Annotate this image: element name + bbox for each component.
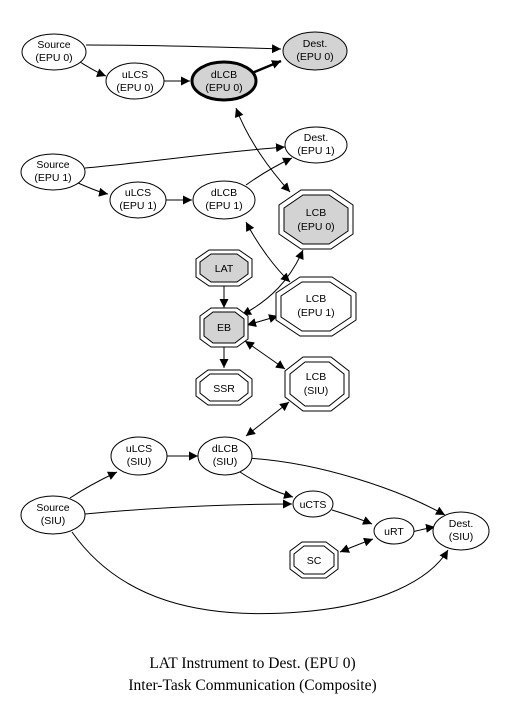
- svg-text:(SIU): (SIU): [304, 385, 329, 397]
- edge-dlcb-siu-to-ucts: [239, 471, 294, 499]
- svg-text:Dest.: Dest.: [304, 132, 329, 144]
- node-dlcb-epu1: dLCB (EPU 1): [192, 180, 256, 220]
- svg-text:Source: Source: [37, 39, 70, 51]
- svg-text:dLCB: dLCB: [212, 443, 238, 455]
- edge-source-epu0-to-ulcs-epu0: [79, 61, 107, 78]
- node-urt: uRT: [373, 517, 415, 545]
- node-source-epu0: Source (EPU 0): [21, 33, 87, 71]
- svg-text:(EPU 0): (EPU 0): [116, 82, 153, 94]
- node-ulcs-epu1: uLCS (EPU 1): [109, 181, 167, 219]
- edge-urt-to-dest-siu: [411, 523, 436, 533]
- communication-diagram: Source (EPU 0) uLCS (EPU 0) dLCB (EPU 0)…: [20, 31, 490, 615]
- svg-text:Dest.: Dest.: [449, 518, 474, 530]
- svg-text:(SIU): (SIU): [449, 531, 474, 543]
- svg-text:(SIU): (SIU): [213, 456, 238, 468]
- svg-text:dLCB: dLCB: [211, 187, 237, 199]
- edge-dlcb-epu1-to-dest-epu1: [245, 157, 293, 186]
- svg-text:(EPU 1): (EPU 1): [119, 200, 156, 212]
- svg-text:Source: Source: [36, 159, 69, 171]
- edge-eb-to-lcb-epu0: [241, 249, 304, 316]
- edge-source-siu-to-ulcs-siu: [69, 471, 118, 499]
- svg-text:(EPU 0): (EPU 0): [297, 221, 334, 233]
- node-dest-epu0: Dest. (EPU 0): [282, 31, 348, 71]
- node-dest-siu: Dest. (SIU): [432, 511, 490, 551]
- node-lcb-siu: LCB (SIU): [284, 356, 350, 412]
- svg-text:uCTS: uCTS: [300, 499, 327, 511]
- svg-text:Dest.: Dest.: [303, 38, 328, 50]
- node-dlcb-siu: dLCB (SIU): [197, 436, 253, 476]
- node-source-siu: Source (SIU): [20, 495, 86, 535]
- edge-eb-to-lcb-epu1: [246, 314, 279, 327]
- diagram-caption-title: LAT Instrument to Dest. (EPU 0): [149, 655, 356, 672]
- node-ulcs-siu: uLCS (SIU): [110, 436, 168, 476]
- node-lcb-epu1: LCB (EPU 1): [275, 276, 357, 337]
- edge-source-epu0-to-dest-epu0: [85, 44, 282, 54]
- edge-sc-to-urt: [339, 537, 374, 553]
- svg-text:(EPU 0): (EPU 0): [205, 82, 242, 94]
- svg-text:(EPU 0): (EPU 0): [296, 51, 333, 63]
- svg-text:LCB: LCB: [306, 371, 326, 383]
- svg-text:Source: Source: [36, 502, 69, 514]
- svg-text:(EPU 1): (EPU 1): [297, 145, 334, 157]
- svg-text:LAT: LAT: [215, 263, 234, 275]
- svg-text:LCB: LCB: [306, 293, 326, 305]
- svg-text:EB: EB: [217, 322, 231, 334]
- svg-text:(SIU): (SIU): [127, 456, 152, 468]
- svg-text:SSR: SSR: [213, 383, 235, 395]
- edge-dlcb-siu-to-lcb-siu: [245, 401, 290, 437]
- svg-text:SC: SC: [307, 555, 322, 567]
- edge-source-epu1-to-ulcs-epu1: [77, 182, 109, 197]
- svg-text:dLCB: dLCB: [211, 69, 237, 81]
- node-lcb-epu0: LCB (EPU 0): [278, 189, 354, 250]
- svg-text:(EPU 1): (EPU 1): [34, 172, 71, 184]
- svg-text:(SIU): (SIU): [41, 515, 66, 527]
- edge-dlcb-epu0-to-lcb-epu0: [234, 107, 291, 193]
- node-ssr: SSR: [195, 369, 253, 406]
- svg-text:(EPU 1): (EPU 1): [205, 200, 242, 212]
- svg-text:LCB: LCB: [306, 207, 326, 219]
- edge-eb-to-lcb-siu: [244, 340, 286, 370]
- node-lat: LAT: [195, 249, 253, 287]
- svg-text:(EPU 1): (EPU 1): [297, 307, 334, 319]
- edge-source-epu1-to-dest-epu1: [84, 143, 286, 169]
- node-dest-epu1: Dest. (EPU 1): [284, 126, 348, 164]
- svg-text:uLCS: uLCS: [126, 443, 152, 455]
- node-dlcb-epu0: dLCB (EPU 0): [190, 60, 258, 102]
- svg-text:uLCS: uLCS: [122, 69, 148, 81]
- edge-dlcb-siu-to-dest-siu: [245, 457, 446, 516]
- node-source-epu1: Source (EPU 1): [20, 153, 86, 191]
- node-eb: EB: [199, 307, 249, 348]
- edge-source-siu-to-dest-siu: [71, 531, 449, 615]
- node-ucts: uCTS: [292, 490, 334, 518]
- node-ulcs-epu0: uLCS (EPU 0): [105, 62, 165, 100]
- svg-text:(EPU 0): (EPU 0): [35, 52, 72, 64]
- edge-source-siu-to-ucts: [84, 499, 293, 515]
- edge-ucts-to-urt: [331, 509, 373, 525]
- svg-text:uLCS: uLCS: [125, 187, 151, 199]
- edge-dlcb-epu0-to-dest-epu0: [251, 59, 282, 75]
- svg-text:uRT: uRT: [384, 526, 404, 538]
- node-sc: SC: [289, 541, 339, 579]
- diagram-caption-subtitle: Inter-Task Communication (Composite): [128, 677, 377, 694]
